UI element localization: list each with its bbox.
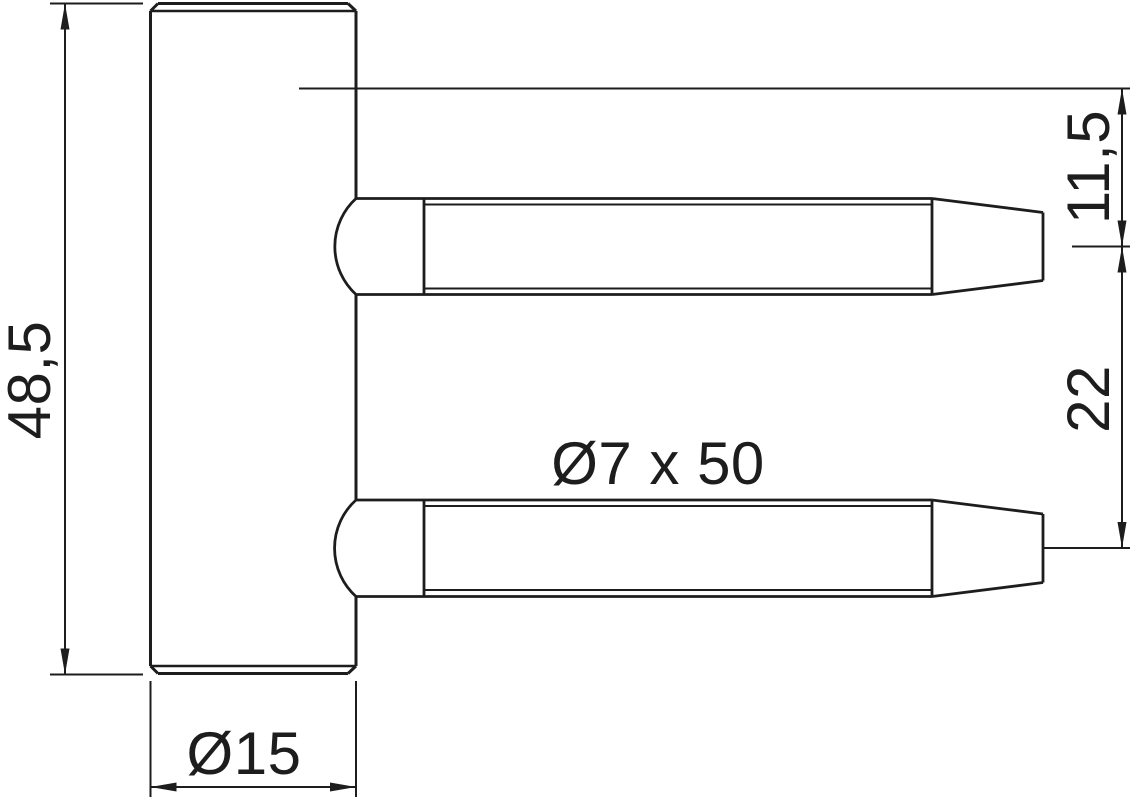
dimension-label-pin-center-spacing: 22 xyxy=(1055,365,1122,433)
height-arrow-down xyxy=(60,648,70,675)
diameter-arrow-left xyxy=(150,782,177,792)
dimension-label-pin-spec: Ø7 x 50 xyxy=(551,430,765,497)
body-bottom-left-chamfer xyxy=(149,664,160,675)
upper-pin-outline xyxy=(333,197,1045,296)
offset-arrow-up xyxy=(1117,88,1127,115)
lower-pin-outline xyxy=(333,498,1045,598)
height-arrow-up xyxy=(60,3,70,30)
dimension-body-diameter xyxy=(149,681,357,797)
dimension-label-top-to-upper-pin: 11,5 xyxy=(1055,109,1122,225)
dimension-label-body-diameter: Ø15 xyxy=(186,720,302,787)
body-top-left-chamfer xyxy=(149,2,160,13)
diameter-arrow-right xyxy=(330,782,356,792)
spacing-arrow-down xyxy=(1117,522,1127,548)
body-top-right-chamfer xyxy=(346,2,358,13)
lower-pin-taper-bottom xyxy=(931,581,1044,598)
spacing-arrow-up xyxy=(1117,246,1127,273)
dimension-pin-positions xyxy=(299,87,1130,549)
lower-pin-dome-arc xyxy=(333,498,357,598)
offset-arrow-down xyxy=(1117,220,1127,247)
upper-pin-taper-top xyxy=(931,197,1044,214)
hinge-body-outline xyxy=(149,2,358,675)
upper-pin-taper-bottom xyxy=(931,279,1044,296)
body-bottom-right-chamfer xyxy=(346,664,358,675)
upper-pin-dome-arc xyxy=(333,197,357,296)
lower-pin-taper-top xyxy=(931,498,1044,516)
dimension-overall-height xyxy=(50,2,143,676)
dimension-label-overall-height: 48,5 xyxy=(0,320,63,440)
